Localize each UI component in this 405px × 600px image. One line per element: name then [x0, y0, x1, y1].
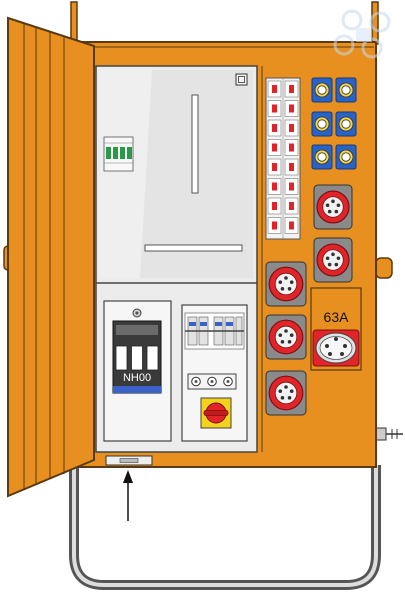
cee-pin — [289, 280, 294, 284]
cee-pin — [334, 262, 339, 267]
mcb-toggle — [272, 182, 277, 191]
indicator-lamps — [187, 373, 237, 390]
cee-pin — [280, 396, 285, 400]
cee-pin — [289, 389, 294, 393]
cee-pin — [325, 203, 330, 208]
schuko-inner — [317, 119, 327, 129]
cee-pin — [284, 276, 288, 280]
indicator-square — [235, 73, 248, 86]
open-door — [7, 16, 95, 498]
mcb-toggle — [272, 143, 277, 152]
cee-pin — [327, 262, 332, 267]
cee-pin — [287, 287, 292, 291]
mcb-toggle — [272, 85, 277, 93]
cee16-socket — [313, 184, 353, 230]
cee-face — [274, 325, 298, 349]
cee-pin — [280, 287, 285, 291]
cee-pin — [289, 333, 294, 337]
cee-pin — [327, 209, 332, 214]
cee32-socket — [265, 261, 307, 307]
emergency-switch — [200, 397, 232, 429]
cee63-socket — [312, 329, 360, 367]
fuse-type-label: NH00 — [123, 372, 151, 384]
side-handle-right — [375, 257, 393, 279]
mcb-toggle — [272, 202, 277, 210]
mcb-toggle — [289, 143, 294, 152]
arrow-up-icon — [123, 470, 133, 521]
mcb-toggle — [289, 182, 294, 191]
cee-pin — [331, 252, 335, 257]
cee-face — [322, 249, 344, 271]
schuko-inner — [341, 85, 351, 95]
mcb-items — [267, 80, 299, 234]
cee-pin — [287, 340, 292, 344]
schuko-inner — [317, 152, 327, 162]
cee-pin — [284, 329, 288, 333]
mcb-toggle — [272, 163, 277, 171]
mcb-toggle — [289, 104, 294, 113]
cee16-socket — [313, 237, 353, 283]
top-hook-left — [70, 1, 78, 45]
schuko-inner — [317, 85, 327, 95]
rcd-breakers — [184, 312, 245, 350]
cee-pin — [284, 385, 288, 389]
schuko-sockets — [311, 77, 357, 170]
schuko-inner — [341, 152, 351, 162]
cee-pin — [331, 199, 335, 204]
cee-pin — [325, 256, 330, 261]
cee32-socket — [265, 370, 307, 416]
cee-sockets — [265, 184, 353, 416]
cee-pin — [336, 203, 341, 208]
cee-pin — [278, 280, 283, 284]
cee32-socket — [265, 314, 307, 360]
mcb-toggle — [289, 85, 294, 93]
cee-pin — [278, 389, 283, 393]
mcb-toggle — [272, 124, 277, 132]
watermark-cloud-icon — [333, 9, 391, 59]
current-rating-label: 63A — [324, 309, 350, 325]
cee-pin — [336, 256, 341, 261]
mcb-toggle — [272, 221, 277, 230]
cee-face — [274, 381, 298, 405]
mcb-toggle — [272, 104, 277, 113]
schuko-inner — [341, 119, 351, 129]
cee-pin — [287, 396, 292, 400]
meter-bar — [144, 244, 243, 252]
green-breaker-block — [103, 136, 134, 172]
meter-slot — [191, 94, 199, 194]
mcb-toggle — [289, 202, 294, 210]
mcb-toggle — [289, 124, 294, 132]
tube-frame — [69, 465, 381, 590]
mcb-toggle — [289, 163, 294, 171]
cee-face — [274, 272, 298, 296]
cee-pin — [278, 333, 283, 337]
cee-pin — [280, 340, 285, 344]
cee-pin — [334, 209, 339, 214]
mcb-toggle — [289, 221, 294, 230]
cee-face — [322, 196, 344, 218]
